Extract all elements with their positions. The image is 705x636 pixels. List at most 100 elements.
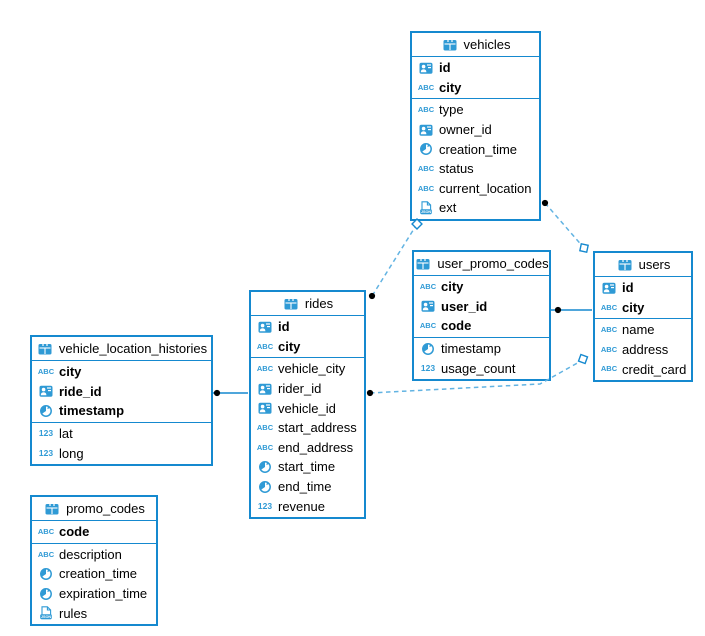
column-name: end_address: [278, 439, 354, 455]
table-header[interactable]: user_promo_codes: [414, 252, 549, 276]
column-name: city: [278, 338, 301, 354]
clock-timestamp-icon: [417, 142, 435, 156]
column-name: owner_id: [439, 122, 492, 138]
column-name: vehicle_city: [278, 361, 346, 377]
open-square-endpoint-marker: [579, 243, 589, 253]
column-row-creation_time[interactable]: creation_time: [32, 564, 156, 584]
column-row-type[interactable]: ABC type: [412, 100, 539, 120]
relationship-line-dashed: [544, 202, 585, 249]
relationship-user_promo_codes-users: [551, 306, 592, 314]
column-row-end_time[interactable]: end_time: [251, 477, 364, 497]
open-square-endpoint-marker: [577, 353, 589, 365]
abc-text-type-icon: ABC: [417, 105, 435, 115]
column-row-vehicle_id[interactable]: vehicle_id: [251, 398, 364, 418]
table-header[interactable]: vehicle_location_histories: [32, 337, 211, 361]
column-name: credit_card: [622, 361, 687, 377]
column-name: id: [439, 60, 451, 76]
column-row-city[interactable]: ABC city: [251, 337, 364, 357]
column-name: lat: [59, 426, 73, 442]
column-row-timestamp[interactable]: timestamp: [32, 401, 211, 421]
table-grid-icon: [414, 257, 432, 271]
table-name: promo_codes: [66, 501, 145, 516]
table-header[interactable]: rides: [251, 292, 364, 316]
abc-text-type-icon: ABC: [417, 183, 435, 193]
column-name: user_id: [441, 298, 488, 314]
column-name: timestamp: [59, 403, 125, 419]
column-row-id[interactable]: id: [595, 278, 691, 298]
table-header[interactable]: users: [595, 253, 691, 277]
column-name: city: [59, 364, 82, 380]
table-name: users: [638, 257, 671, 272]
id-card-person-icon: [600, 281, 618, 295]
column-name: creation_time: [439, 141, 518, 157]
column-name: type: [439, 102, 464, 118]
clock-timestamp-icon: [419, 342, 437, 356]
filled-dot-endpoint-marker: [368, 292, 376, 300]
numeric-123-type-icon: 123: [38, 447, 54, 458]
column-row-id[interactable]: id: [251, 317, 364, 337]
column-name: rider_id: [278, 381, 322, 397]
table-name: vehicles: [463, 37, 511, 52]
column-row-credit_card[interactable]: ABC credit_card: [595, 359, 691, 379]
abc-text-type-icon: ABC: [256, 341, 274, 351]
column-row-rider_id[interactable]: rider_id: [251, 379, 364, 399]
abc-text-type-icon: ABC: [600, 364, 618, 374]
column-name: city: [441, 279, 464, 295]
column-name: id: [622, 280, 634, 296]
column-row-id[interactable]: id: [412, 58, 539, 78]
column-name: id: [278, 319, 290, 335]
clock-timestamp-icon: [37, 567, 55, 581]
column-row-timestamp[interactable]: timestamp: [414, 339, 549, 359]
column-row-ride_id[interactable]: ride_id: [32, 382, 211, 402]
filled-dot-endpoint-marker: [541, 199, 549, 207]
column-row-user_id[interactable]: user_id: [414, 297, 549, 317]
numeric-123-type-icon: 123: [420, 362, 436, 373]
column-name: start_address: [278, 420, 357, 436]
column-name: description: [59, 546, 122, 562]
table-header[interactable]: promo_codes: [32, 497, 156, 521]
column-row-owner_id[interactable]: owner_id: [412, 120, 539, 140]
table-name: vehicle_location_histories: [58, 341, 208, 356]
column-row-creation_time[interactable]: creation_time: [412, 139, 539, 159]
relationship-vehicles-users: [541, 199, 589, 253]
column-name: code: [59, 524, 90, 540]
table-grid-icon: [441, 38, 459, 52]
column-row-start_time[interactable]: start_time: [251, 457, 364, 477]
table-header[interactable]: vehicles: [412, 33, 539, 57]
filled-dot-endpoint-marker: [366, 389, 374, 397]
abc-text-type-icon: ABC: [37, 549, 55, 559]
column-row-description[interactable]: ABC description: [32, 545, 156, 565]
filled-dot-endpoint-marker: [554, 306, 562, 314]
column-row-expiration_time[interactable]: expiration_time: [32, 584, 156, 604]
id-card-person-icon: [256, 320, 274, 334]
